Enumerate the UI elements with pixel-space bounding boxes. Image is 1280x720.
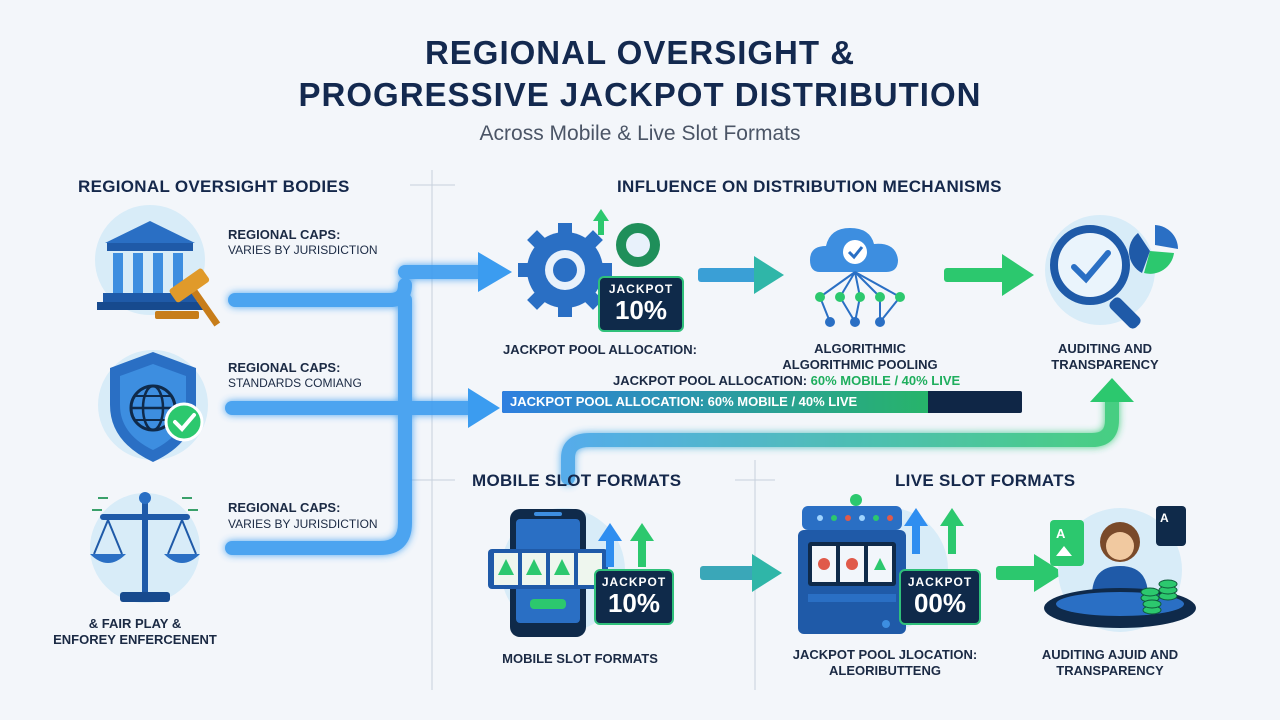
mobile-jackpot-badge: JACKPOT 10%	[594, 569, 674, 625]
pool-badge-label: JACKPOT	[608, 282, 674, 296]
audit-caption-line2: TRANSPARENCY	[1051, 357, 1159, 372]
return-flow-arrowhead	[1090, 378, 1134, 402]
allocation-bar-fill	[502, 391, 929, 413]
page-subtitle: Across Mobile & Live Slot Formats	[479, 122, 801, 145]
courthouse-gavel-icon	[95, 205, 221, 327]
machine-caption-line1: JACKPOT POOL JLOCATION:	[792, 647, 978, 662]
oversight-item-2-value: STANDARDS COMIANG	[228, 376, 362, 390]
dealer-caption-line1: AUDITING AJUID AND	[1041, 647, 1179, 662]
dealer-caption-line2: TRANSPARENCY	[1056, 663, 1164, 678]
machine-caption-line2: ALEORIBUTTENG	[829, 663, 941, 678]
oversight-footer-line1: & FAIR PLAY &	[88, 616, 182, 631]
oversight-heading: REGIONAL OVERSIGHT BODIES	[78, 177, 350, 196]
pool-badge-value: 10%	[614, 295, 668, 325]
oversight-connectors	[225, 265, 485, 555]
allocation-text-prefix: JACKPOT POOL ALLOCATION:	[613, 373, 811, 388]
mobile-caption: MOBILE SLOT FORMATS	[502, 651, 658, 666]
cloud-network-icon	[810, 228, 905, 327]
pool-caption: JACKPOT POOL ALLOCATION:	[502, 342, 698, 357]
algo-caption-line1: ALGORITHMIC	[814, 341, 906, 356]
oversight-item-3-label: REGIONAL CAPS:	[228, 500, 341, 515]
allocation-bar-text: JACKPOT POOL ALLOCATION: 60% MOBILE / 40…	[510, 394, 858, 409]
mobile-heading: MOBILE SLOT FORMATS	[472, 471, 682, 490]
live-badge-value: 00%	[913, 588, 967, 618]
audit-caption-line1: AUDITING AND	[1057, 341, 1153, 356]
oversight-arrowheads	[468, 252, 512, 428]
allocation-text-highlight: 60% MOBILE / 40% LIVE	[810, 373, 961, 388]
live-jackpot-badge: JACKPOT 00%	[899, 569, 981, 625]
oversight-item-1-label: REGIONAL CAPS:	[228, 227, 341, 242]
top-row-arrows	[698, 254, 1034, 296]
pool-jackpot-badge: JACKPOT 10%	[598, 276, 684, 332]
bottom-row-arrows	[700, 554, 1064, 592]
svg-text:A: A	[1160, 511, 1169, 525]
oversight-item-2-label: REGIONAL CAPS:	[228, 360, 341, 375]
gears-icon	[518, 209, 660, 317]
svg-text:A: A	[1056, 526, 1066, 541]
allocation-text: JACKPOT POOL ALLOCATION: 60% MOBILE / 40…	[613, 373, 960, 388]
live-badge-label: JACKPOT	[907, 575, 973, 589]
live-dealer-icon: A A	[1044, 506, 1196, 632]
magnifier-pie-chart-icon	[1045, 215, 1178, 329]
mobile-badge-value: 10%	[607, 588, 661, 618]
shield-globe-check-icon	[98, 350, 208, 462]
scales-of-justice-icon	[90, 492, 200, 603]
oversight-item-3-value: VARIES BY JURISDICTION	[228, 517, 378, 531]
return-flow-path	[561, 393, 1119, 485]
live-heading: LIVE SLOT FORMATS	[895, 471, 1076, 490]
mobile-badge-label: JACKPOT	[601, 575, 667, 589]
page-title-line1: REGIONAL OVERSIGHT &	[424, 34, 856, 71]
influence-heading: INFLUENCE ON DISTRIBUTION MECHANISMS	[617, 177, 1002, 196]
page-title-line2: PROGRESSIVE JACKPOT DISTRIBUTION	[298, 76, 982, 113]
algo-caption-line2: ALGORITHMIC POOLING	[782, 357, 938, 372]
oversight-item-1-value: VARIES BY JURISDICTION	[228, 243, 378, 257]
allocation-bar: JACKPOT POOL ALLOCATION: 60% MOBILE / 40…	[502, 391, 1022, 413]
oversight-footer-line2: ENFOREY ENFERCENENT	[53, 632, 217, 647]
